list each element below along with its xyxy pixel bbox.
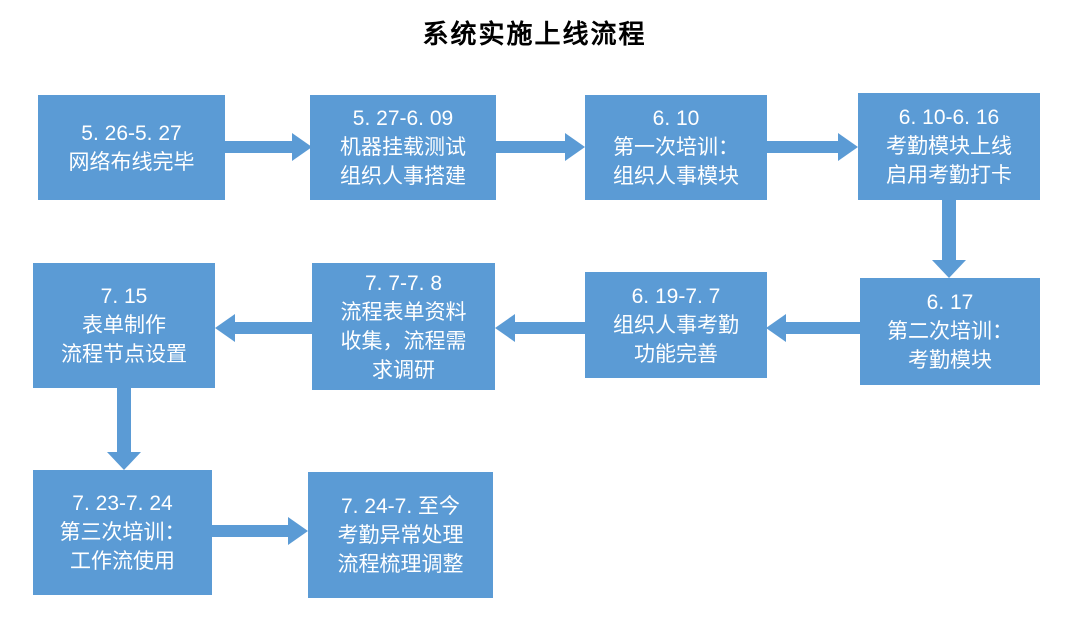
flow-step-8: 7. 15 表单制作 流程节点设置: [33, 263, 215, 388]
flow-step-5: 6. 17 第二次培训： 考勤模块: [860, 278, 1040, 385]
step-text: 启用考勤打卡: [886, 164, 1012, 187]
step-text: 组织人事考勤: [613, 313, 739, 337]
arrow-left-icon: [766, 314, 860, 342]
step-date: 6. 19-7. 7: [631, 284, 721, 308]
arrow-right-icon: [225, 133, 312, 161]
diagram-title: 系统实施上线流程: [422, 19, 647, 49]
step-text: 第三次培训：: [59, 521, 186, 544]
step-text: 收集，流程需: [340, 329, 467, 353]
step-date: 7. 23-7. 24: [72, 492, 173, 515]
step-text: 流程表单资料: [340, 300, 467, 324]
step-date: 7. 15: [100, 285, 148, 308]
flow-step-4: 6. 10-6. 16 考勤模块上线 启用考勤打卡: [858, 93, 1040, 200]
step-date: 7. 7-7. 8: [364, 271, 443, 295]
step-text: 第二次培训：: [887, 320, 1013, 343]
step-date: 5. 26-5. 27: [81, 121, 182, 145]
step-text: 功能完善: [634, 342, 718, 366]
step-text: 第一次培训：: [613, 136, 739, 159]
step-date: 6. 17: [926, 291, 974, 314]
flow-step-6: 6. 19-7. 7 组织人事考勤 功能完善: [585, 272, 767, 378]
flow-step-9: 7. 23-7. 24 第三次培训： 工作流使用: [33, 470, 212, 595]
step-text: 工作流使用: [70, 550, 175, 573]
step-text: 机器挂载测试: [340, 136, 466, 159]
arrow-right-icon: [495, 133, 585, 161]
step-date: 5. 27-6. 09: [352, 107, 454, 130]
step-text: 求调研: [372, 358, 435, 382]
arrow-left-icon: [215, 314, 312, 342]
flow-step-7: 7. 7-7. 8 流程表单资料 收集，流程需 求调研: [312, 263, 495, 390]
flow-step-3: 6. 10 第一次培训： 组织人事模块: [585, 95, 767, 200]
step-text: 考勤异常处理: [337, 523, 464, 547]
step-text: 流程梳理调整: [337, 552, 464, 576]
step-date: 6. 10-6. 16: [898, 106, 1000, 129]
arrow-down-icon: [932, 200, 966, 278]
step-text: 组织人事搭建: [340, 165, 466, 188]
arrow-right-icon: [766, 133, 858, 161]
arrow-left-icon: [495, 314, 585, 342]
flow-step-10: 7. 24-7. 至今 考勤异常处理 流程梳理调整: [308, 472, 493, 598]
step-date: 6. 10: [652, 107, 700, 130]
flow-step-2: 5. 27-6. 09 机器挂载测试 组织人事搭建: [310, 95, 496, 200]
step-text: 流程节点设置: [61, 343, 187, 366]
arrow-down-icon: [107, 388, 141, 470]
step-text: 考勤模块上线: [886, 135, 1012, 158]
step-text: 组织人事模块: [613, 165, 739, 188]
arrow-right-icon: [212, 517, 308, 545]
step-text: 表单制作: [82, 314, 166, 337]
flow-step-1: 5. 26-5. 27 网络布线完毕: [38, 95, 225, 200]
step-date: 7. 24-7. 至今: [340, 494, 461, 518]
step-text: 考勤模块: [908, 349, 992, 372]
step-text: 网络布线完毕: [68, 150, 195, 174]
